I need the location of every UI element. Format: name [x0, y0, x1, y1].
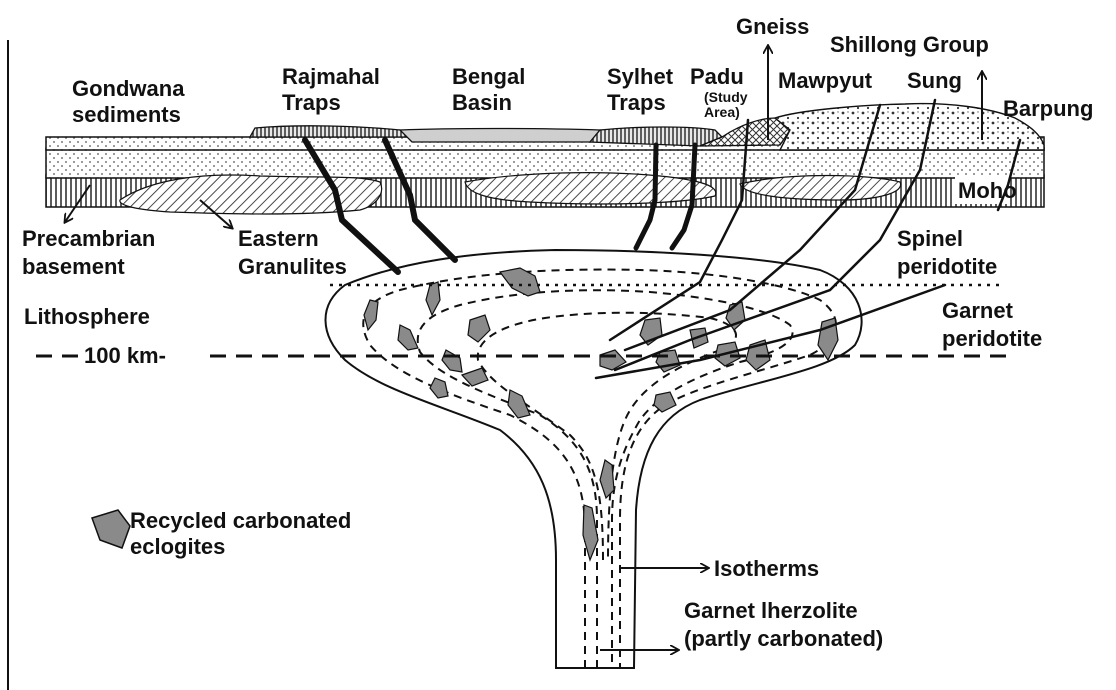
sung-label: Sung	[907, 68, 962, 93]
lherzolite-label: Garnet lherzolite(partly carbonated)	[684, 598, 883, 651]
barpung-label: Barpung	[1003, 96, 1093, 121]
padu-label: Padu	[690, 64, 744, 89]
moho-label: Moho	[958, 178, 1017, 203]
mawpyut-label: Mawpyut	[778, 68, 873, 93]
isotherms-label: Isotherms	[714, 556, 819, 581]
crust-section	[46, 104, 1044, 214]
shillong-label: Shillong Group	[830, 32, 989, 57]
lithosphere-label: Lithosphere	[24, 304, 150, 329]
rajmahal-traps-cap	[250, 126, 420, 137]
gneiss-label: Gneiss	[736, 14, 809, 39]
legend-eclogite-symbol	[92, 510, 130, 548]
depth-label: 100 km-	[84, 343, 166, 368]
bengal-basin-fill	[400, 129, 600, 143]
